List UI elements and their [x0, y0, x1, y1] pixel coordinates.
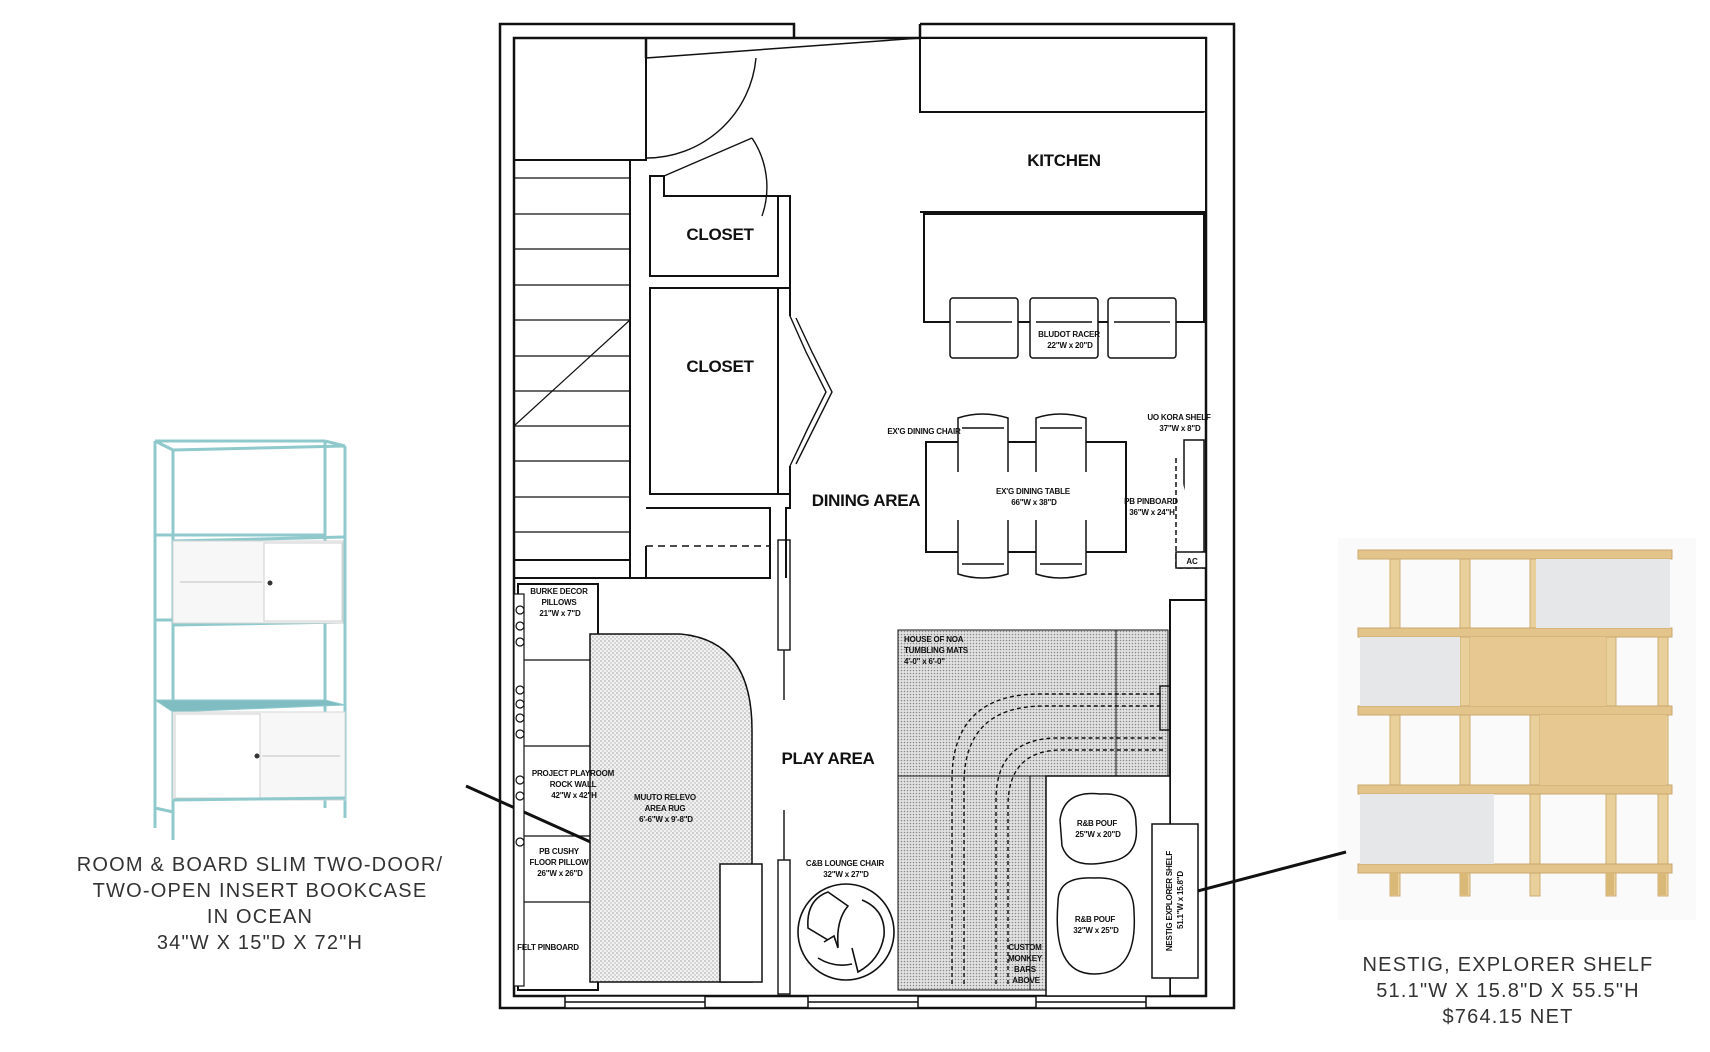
pb-pinboard-label: PB PINBOARD 36"W x 24"H — [1124, 497, 1180, 517]
rock-wall-holds — [513, 593, 598, 987]
bookcase-caption: ROOM & BOARD SLIM TWO-DOOR/ TWO-OPEN INS… — [60, 852, 460, 956]
felt-pinboard-label: FELT PINBOARD — [517, 943, 579, 952]
dining-area-label: DINING AREA — [812, 491, 920, 510]
bookcase-caption-line-2: TWO-OPEN INSERT BOOKCASE — [92, 880, 428, 902]
ac-label: AC — [1186, 557, 1198, 566]
kora-shelf — [1175, 439, 1207, 569]
burke-decor-label: BURKE DECOR PILLOWS 21"W x 7"D — [530, 587, 589, 618]
explorer-shelf-tag-label: NESTIG EXPLORER SHELF 51.1"W x 15.8"D — [1165, 849, 1185, 951]
windows — [564, 995, 1147, 1009]
rock-wall-label: PROJECT PLAYROOM ROCK WALL 42"W x 42"H — [532, 769, 616, 800]
closet-1-label: CLOSET — [686, 225, 754, 244]
shelf-caption-line-3: $764.15 NET — [1442, 1006, 1574, 1028]
bookcase-caption-line-1: ROOM & BOARD SLIM TWO-DOOR/ — [76, 854, 444, 876]
explorer-shelf-icon — [1338, 538, 1696, 920]
closet-2-label: CLOSET — [686, 357, 754, 376]
dining-table — [925, 441, 1127, 553]
kitchen-label: KITCHEN — [1027, 151, 1100, 170]
kora-shelf-label: UO KORA SHELF 37"W x 8"D — [1147, 413, 1212, 433]
dining-chairs — [957, 413, 1087, 579]
tumbling-mats-label: HOUSE OF NOA TUMBLING MATS 4'-0" x 6'-0" — [904, 635, 970, 666]
explorer-shelf-caption: NESTIG, EXPLORER SHELF 51.1"W X 15.8"D X… — [1338, 952, 1678, 1030]
dining-chair-label: EX'G DINING CHAIR — [887, 427, 961, 436]
closet-walls — [629, 58, 791, 579]
bookcase-caption-line-3: IN OCEAN — [206, 906, 314, 928]
felt-pinboard-shape — [719, 863, 763, 983]
bookcase-ocean-icon — [153, 439, 347, 840]
pouf-2-label: R&B POUF 32"W x 25"D — [1073, 915, 1119, 935]
dining-table-label: EX'G DINING TABLE 66"W x 38"D — [996, 487, 1072, 507]
shelf-caption-line-2: 51.1"W X 15.8"D X 55.5"H — [1376, 980, 1640, 1002]
shelf-callout-line — [1189, 850, 1347, 895]
floor-pillow-label: PB CUSHY FLOOR PILLOW 26"W x 26"D — [530, 847, 591, 878]
lounge-chair — [797, 883, 895, 981]
poufs — [1045, 775, 1171, 997]
area-rug — [589, 633, 753, 983]
area-rug-label: MUUTO RELEVO AREA RUG 6'-6"W x 9'-8"D — [634, 793, 698, 824]
shelf-caption-line-1: NESTIG, EXPLORER SHELF — [1362, 954, 1654, 976]
explorer-shelf-plan — [1151, 823, 1199, 979]
monkey-bars-label: CUSTOM MONKEY BARS ABOVE — [1008, 943, 1044, 985]
pouf-1-label: R&B POUF 25"W x 20"D — [1075, 819, 1121, 839]
kitchen-counters — [919, 37, 1207, 323]
lounge-chair-label: C&B LOUNGE CHAIR 32"W x 27"D — [806, 859, 886, 879]
monkey-bars — [951, 685, 1171, 984]
bludot-racer-label: BLUDOT RACER 22"W x 20"D — [1038, 330, 1102, 350]
bar-stools — [949, 297, 1177, 359]
door-swings — [645, 57, 833, 995]
staircase — [513, 159, 631, 561]
bookcase-caption-line-4: 34"W X 15"D X 72"H — [156, 932, 364, 954]
play-area-label: PLAY AREA — [781, 749, 874, 768]
